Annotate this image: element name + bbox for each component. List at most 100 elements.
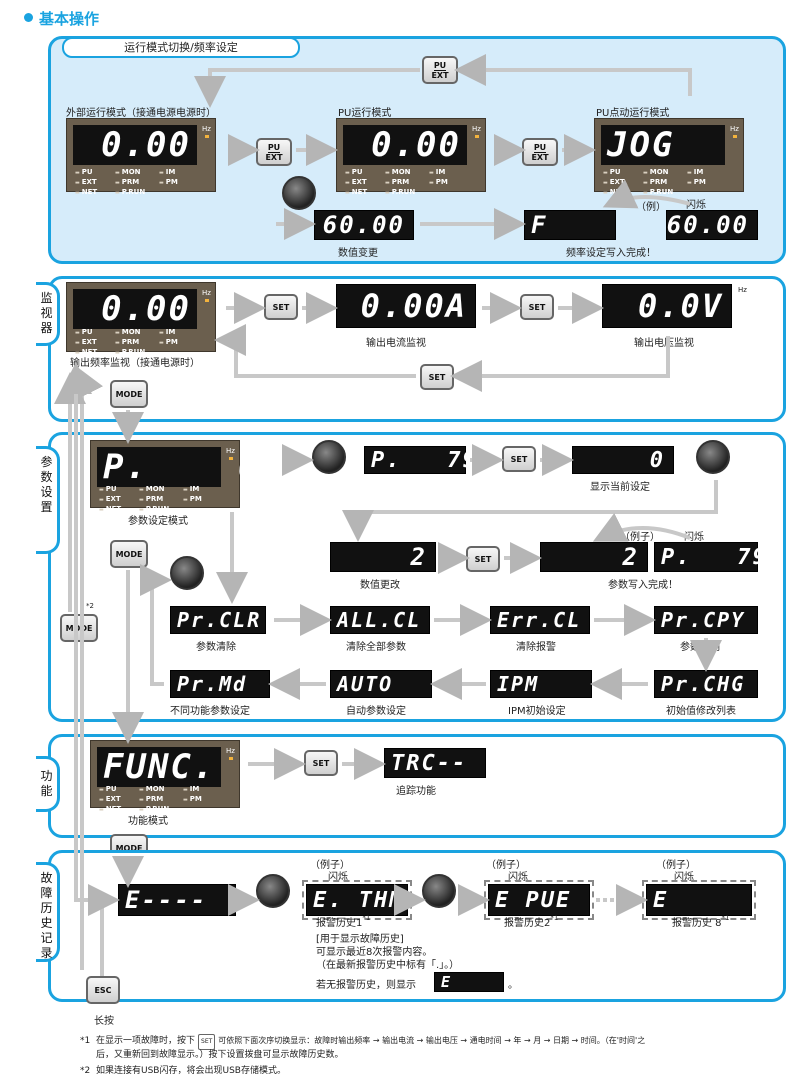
lcd-pr-cpy: Pr.CPY bbox=[654, 606, 758, 634]
hz-label: Hz bbox=[202, 289, 211, 297]
indicators-col1: PUEXTNET bbox=[99, 785, 121, 815]
pu-mode-label: PU运行模式 bbox=[338, 108, 392, 119]
ipm-label: IPM初始设定 bbox=[508, 706, 566, 717]
hz-label: Hz bbox=[226, 747, 235, 755]
set-button-monitor-3[interactable]: SET bbox=[420, 364, 454, 390]
hz-label: Hz bbox=[730, 125, 739, 133]
lcd-flash-value: 60.00 bbox=[666, 210, 758, 240]
example-label-5: （例子） bbox=[656, 860, 696, 871]
lcd-trc: TRC-- bbox=[384, 748, 486, 778]
lcd-jog: JOG bbox=[601, 125, 725, 165]
panel-param: P. 0 Hz PUEXTNET MONPRMP.RUN IMPM bbox=[90, 440, 258, 513]
hz-lamp-icon bbox=[229, 457, 233, 460]
indicators-col1: PUEXTNET bbox=[99, 485, 121, 515]
hz-label: Hz bbox=[202, 125, 211, 133]
example-label-2: （例子） bbox=[620, 532, 660, 543]
lcd-param-p0: P. 0 bbox=[97, 447, 258, 487]
example-label-3: （例子） bbox=[310, 860, 350, 871]
lcd-func: FUNC. bbox=[97, 747, 221, 787]
mode-button-usb[interactable]: MODE bbox=[60, 614, 98, 642]
lcd-err-cl: Err.CL bbox=[490, 606, 590, 634]
pr-clr-label: 参数清除 bbox=[196, 642, 236, 653]
hz-label-voltage: Hz bbox=[738, 286, 747, 294]
footnote-1-cont: 后，又重新回到故障显示。）按下设置拨盘可显示故障历史数。 bbox=[96, 1050, 344, 1060]
indicators-col3: IMPM bbox=[183, 785, 202, 805]
indicators-col3: IMPM bbox=[429, 168, 448, 188]
param-written-label: 参数写入完成！ bbox=[608, 580, 678, 591]
indicators-col1: PUEXTNET bbox=[345, 168, 367, 198]
lcd-e-dash: E---- bbox=[118, 884, 236, 916]
hz-lamp-icon bbox=[205, 299, 209, 302]
mode-button-1[interactable]: MODE bbox=[110, 380, 148, 408]
lcd-f: F bbox=[524, 210, 616, 240]
indicators-col2: MONPRMP.RUN bbox=[115, 168, 145, 198]
hist1-label: 报警历史1*1 bbox=[316, 914, 371, 929]
pr-chg-label: 初始值修改列表 bbox=[666, 706, 736, 717]
section-fault bbox=[48, 850, 786, 1002]
freq-write-done-label: 频率设定写入完成！ bbox=[566, 248, 656, 259]
indicators-col3: IMPM bbox=[159, 328, 178, 348]
bullet-icon bbox=[24, 13, 33, 22]
jog-mode-label: PU点动运行模式 bbox=[596, 108, 670, 119]
lcd-auto: AUTO bbox=[330, 670, 432, 698]
indicators-col2: MONPRMP.RUN bbox=[643, 168, 673, 198]
set-button-function[interactable]: SET bbox=[304, 750, 338, 776]
example-label: （例） bbox=[636, 202, 666, 213]
all-cl-label: 清除全部参数 bbox=[346, 642, 406, 653]
hz-lamp-icon bbox=[733, 135, 737, 138]
monitor-tab: 监视器 bbox=[36, 282, 60, 346]
panel-jog: JOG Hz PUEXTNET MONPRMP.RUN IMPM bbox=[594, 118, 744, 196]
indicators-col2: MONPRMP.RUN bbox=[139, 485, 169, 515]
hist2-label: 报警历史2*1 bbox=[504, 914, 559, 929]
value-change-label-2: 数值更改 bbox=[360, 580, 400, 591]
flash-label-3: 闪烁 bbox=[328, 872, 348, 883]
setting-dial-icon[interactable] bbox=[696, 440, 730, 474]
lcd-value-change: 60.00 bbox=[314, 210, 414, 240]
trace-label: 追踪功能 bbox=[396, 786, 436, 797]
no-hist-end: 。 bbox=[508, 980, 518, 991]
hz-lamp-icon bbox=[229, 757, 233, 760]
value-change-label: 数值变更 bbox=[338, 248, 378, 259]
esc-button[interactable]: ESC bbox=[86, 976, 120, 1004]
voltage-monitor-label: 输出电压监视 bbox=[634, 338, 694, 349]
freq-monitor-label: 输出频率监视（接通电源时） bbox=[70, 358, 200, 369]
flash-label: 闪烁 bbox=[686, 200, 706, 211]
params-tab: 参数设置 bbox=[36, 446, 60, 554]
err-cl-label: 清除报警 bbox=[516, 642, 556, 653]
fault-note-2: 可显示最近8次报警内容。 bbox=[316, 947, 433, 958]
panel-function: FUNC. Hz PUEXTNET MONPRMP.RUN IMPM bbox=[90, 740, 240, 813]
set-key-inline: SET bbox=[198, 1034, 216, 1050]
indicators-col3: IMPM bbox=[183, 485, 202, 505]
flash-label-5: 闪烁 bbox=[674, 872, 694, 883]
set-button-param-2[interactable]: SET bbox=[466, 546, 500, 572]
lcd-monitor-freq: 0.00 bbox=[73, 289, 197, 329]
lcd-pr-clr: Pr.CLR bbox=[170, 606, 266, 634]
lcd-pr-md: Pr.Md bbox=[170, 670, 270, 698]
hz-lamp-icon bbox=[475, 135, 479, 138]
lcd-ext: 0.00 bbox=[73, 125, 197, 165]
lcd-p79-flash: P. 79 bbox=[654, 542, 766, 572]
fault-note-1: [用于显示故障历史] bbox=[316, 934, 404, 945]
panel-ext: 0.00 Hz PUEXTNET MONPRMP.RUN IMPM bbox=[66, 118, 216, 196]
panel-monitor-freq: 0.00 Hz PUEXTNET MONPRMP.RUN IMPM bbox=[66, 282, 216, 356]
mode-button-2[interactable]: MODE bbox=[110, 540, 148, 568]
example-label-4: （例子） bbox=[486, 860, 526, 871]
flash-label-4: 闪烁 bbox=[508, 872, 528, 883]
flash-label-2: 闪烁 bbox=[684, 532, 704, 543]
auto-label: 自动参数设定 bbox=[346, 706, 406, 717]
long-press-label: 长按 bbox=[94, 1016, 114, 1027]
lcd-pu: 0.00 bbox=[343, 125, 467, 165]
func-mode-label: 功能模式 bbox=[128, 816, 168, 827]
lcd-pr-chg: Pr.CHG bbox=[654, 670, 758, 698]
indicators-col2: MONPRMP.RUN bbox=[139, 785, 169, 815]
set-button-monitor-2[interactable]: SET bbox=[520, 294, 554, 320]
indicators-col1: PUEXTNET bbox=[75, 328, 97, 358]
ext-mode-label: 外部运行模式（接通电源电源时） bbox=[66, 108, 216, 119]
param-mode-label: 参数设定模式 bbox=[128, 516, 188, 527]
page-heading: 基本操作 bbox=[24, 8, 99, 29]
fault-note-3: （在最新报警历史中标有「.」。） bbox=[316, 960, 460, 971]
